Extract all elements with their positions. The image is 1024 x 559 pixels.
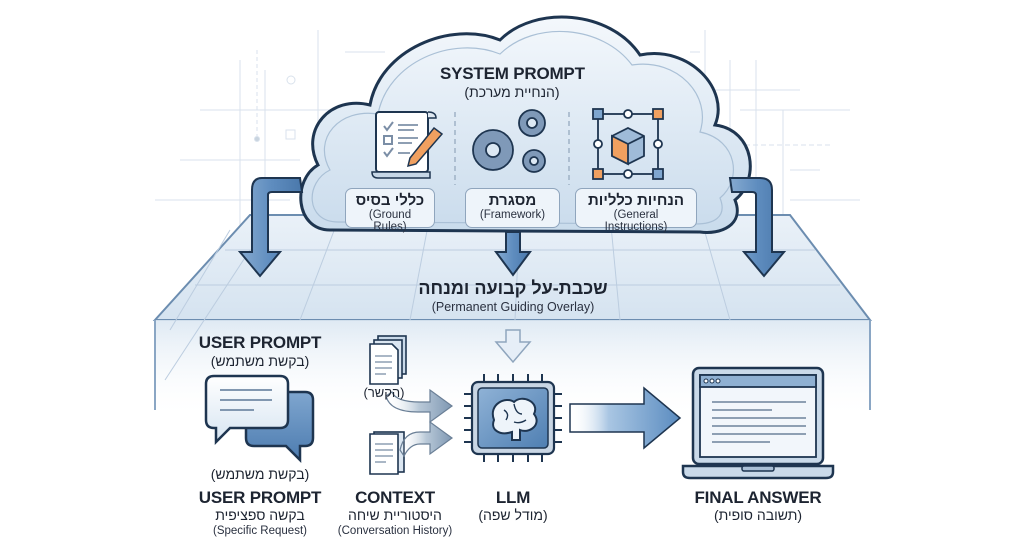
chat-bubbles-icon xyxy=(204,374,315,464)
user-prompt-subtitle-mid: (בקשת משתמש) xyxy=(210,466,310,482)
ground-rules-label-en: (Ground Rules) xyxy=(368,209,412,233)
final-answer-label-he: (תשובה סופית) xyxy=(713,507,803,523)
general-instructions-label-he: הנחיות כלליות xyxy=(588,192,684,209)
framework-label-he: מסגרת xyxy=(488,192,537,209)
cloud-to-overlay-arrows xyxy=(237,177,787,364)
context-label-en: (Conversation History) xyxy=(337,525,453,537)
checklist-scroll-pencil-icon xyxy=(371,111,444,179)
user-prompt-specific-he: בקשה ספציפית xyxy=(215,507,305,523)
overlay-label-en: (Permanent Guiding Overlay) xyxy=(431,300,595,314)
overlay-label-he: שכבת-על קבועה ומנחה xyxy=(418,278,608,298)
gears-icon xyxy=(472,109,546,173)
general-instructions-label-en: (General Instructions) xyxy=(604,209,668,233)
system-prompt-subtitle: (הנחיית מערכת) xyxy=(464,84,560,100)
llm-to-answer-arrow xyxy=(569,386,682,450)
llm-title: LLM xyxy=(495,488,531,507)
user-prompt-title-bottom: USER PROMPT xyxy=(198,488,322,507)
user-prompt-specific-en: (Specific Request) xyxy=(213,525,307,537)
system-prompt-title: SYSTEM PROMPT xyxy=(440,64,585,83)
user-prompt-subtitle-top: (בקשת משתמש) xyxy=(210,353,310,369)
final-answer-title: FINAL ANSWER xyxy=(694,488,822,507)
ground-rules-box: כללי בסיס (Ground Rules) xyxy=(345,188,435,233)
documents-icon xyxy=(369,335,407,385)
framework-label-en: (Framework) xyxy=(479,209,546,221)
llm-label-he: (מודל שפה) xyxy=(478,507,548,523)
laptop-icon xyxy=(681,366,835,480)
context-to-llm-arrows xyxy=(385,388,454,458)
user-prompt-title-top: USER PROMPT xyxy=(198,333,322,352)
brain-chip-icon xyxy=(464,374,562,462)
conversation-history-doc-icon xyxy=(369,431,405,475)
context-doc-label: (הקשר) xyxy=(363,385,405,400)
ground-rules-label-he: כללי בסיס xyxy=(355,192,425,209)
general-instructions-box: הנחיות כלליות (General Instructions) xyxy=(575,188,697,233)
framework-box: מסגרת (Framework) xyxy=(465,188,560,228)
context-label-he: היסטוריית שיחה xyxy=(348,507,442,523)
context-title: CONTEXT xyxy=(355,488,435,507)
cube-network-icon xyxy=(592,108,664,180)
